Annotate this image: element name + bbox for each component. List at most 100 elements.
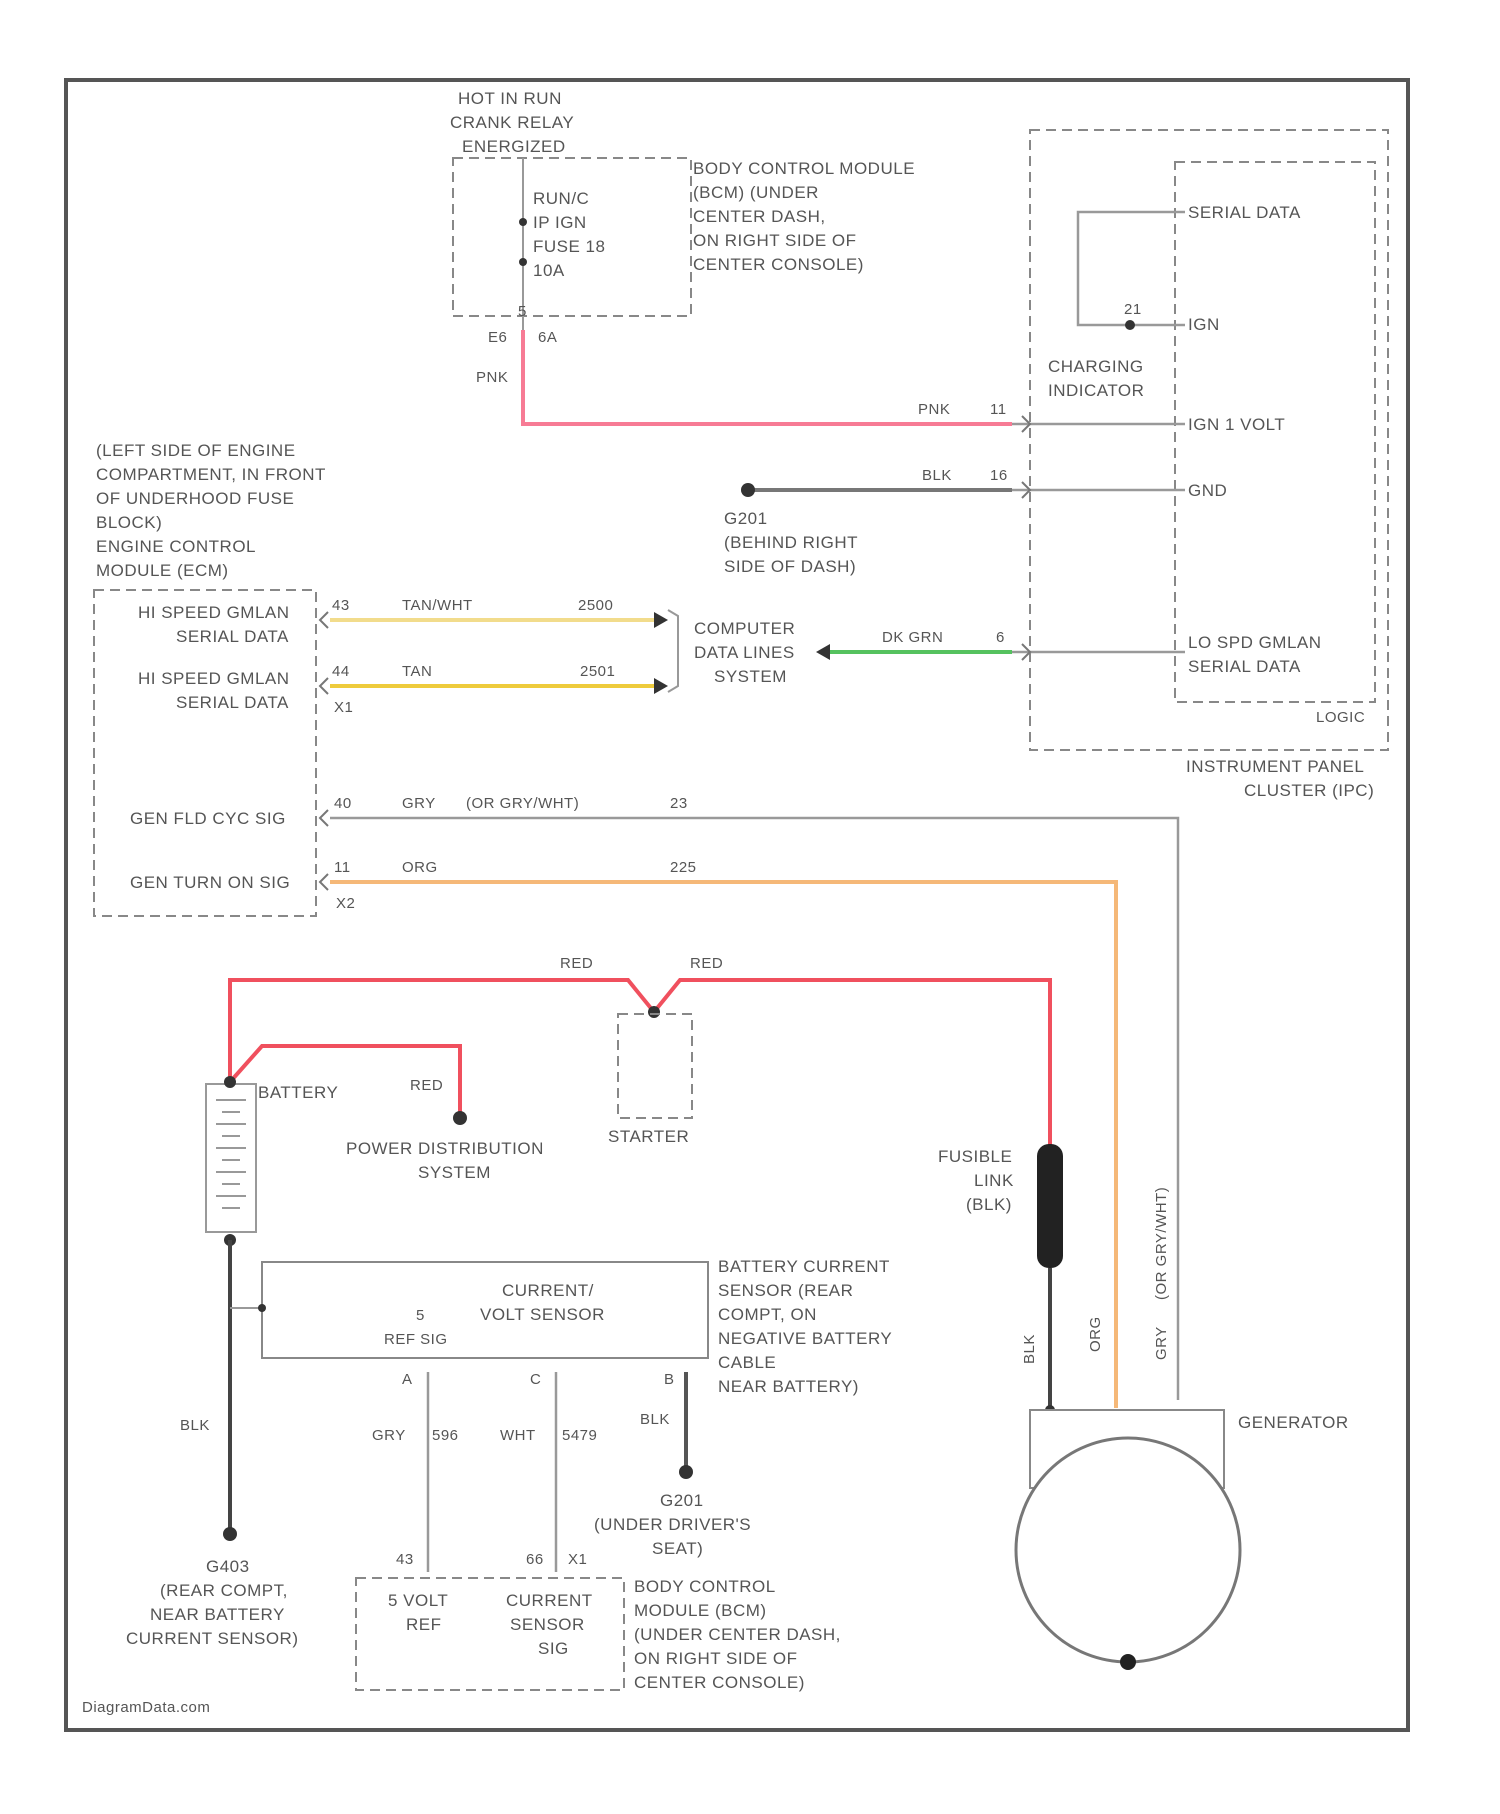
generator-label: GENERATOR [1238,1413,1349,1432]
blk-ground-label: BLK [180,1417,210,1434]
tanwht-label: TAN/WHT [402,597,473,614]
relay-label: HOT IN RUN CRANK RELAY ENERGIZED [450,89,574,156]
svg-text:5 VOLT: 5 VOLT [388,1591,448,1610]
svg-text:NEAR BATTERY): NEAR BATTERY) [718,1377,859,1396]
svg-text:ENERGIZED: ENERGIZED [462,137,566,156]
svg-text:INSTRUMENT PANEL: INSTRUMENT PANEL [1186,757,1364,776]
svg-text:5: 5 [518,303,527,320]
svg-text:(BLK): (BLK) [966,1195,1012,1214]
pds-terminal [453,1111,467,1125]
svg-text:G403: G403 [206,1557,250,1576]
blk-pin: 16 [990,467,1008,484]
red-main-wire [230,980,1050,1146]
sensor-pin-c: C [530,1371,541,1388]
svg-text:MODULE (BCM): MODULE (BCM) [634,1601,767,1620]
gen-gry-alt-label: (OR GRY/WHT) [1153,1187,1170,1300]
svg-text:SERIAL DATA: SERIAL DATA [176,627,289,646]
ecm-x1: X1 [334,699,353,716]
pnk-label-1: PNK [476,369,508,386]
dkgrn-pin: 6 [996,629,1005,646]
bcm-pin-43: 43 [396,1551,414,1568]
bcm-current-sensor-sig: CURRENT SENSOR SIG [506,1591,593,1658]
bcm-bottom-label: BODY CONTROL MODULE (BCM) (UNDER CENTER … [634,1577,841,1692]
battery-label: BATTERY [258,1083,338,1102]
starter-terminal [648,1006,660,1018]
red-label-2: RED [690,955,723,972]
ipc-gnd: GND [1188,481,1227,500]
svg-text:CENTER CONSOLE): CENTER CONSOLE) [634,1673,805,1692]
bcm-x1: X1 [568,1551,587,1568]
svg-text:OF UNDERHOOD FUSE: OF UNDERHOOD FUSE [96,489,294,508]
svg-text:E6: E6 [488,329,507,346]
svg-text:ENGINE CONTROL: ENGINE CONTROL [96,537,256,556]
svg-text:VOLT SENSOR: VOLT SENSOR [480,1305,605,1324]
svg-text:6A: 6A [538,329,557,346]
svg-text:(UNDER CENTER DASH,: (UNDER CENTER DASH, [634,1625,841,1644]
tan-ckt: 2501 [580,663,615,680]
g201-ground-point [741,483,755,497]
svg-text:CLUSTER (IPC): CLUSTER (IPC) [1244,781,1374,800]
svg-text:SERIAL DATA: SERIAL DATA [1188,657,1301,676]
sensor-gry: GRY [372,1427,406,1444]
bcm-pin-66: 66 [526,1551,544,1568]
pds-label: POWER DISTRIBUTION SYSTEM [346,1139,544,1182]
fusible-link-label: FUSIBLE LINK (BLK) [938,1147,1014,1214]
svg-text:CHARGING: CHARGING [1048,357,1144,376]
svg-text:DATA LINES: DATA LINES [694,643,795,662]
gry-alt-label: (OR GRY/WHT) [466,795,579,812]
svg-text:SIG: SIG [538,1639,569,1658]
svg-text:ON RIGHT SIDE OF: ON RIGHT SIDE OF [693,231,857,250]
svg-text:SENSOR (REAR: SENSOR (REAR [718,1281,853,1300]
sensor-ckt-596: 596 [432,1427,459,1444]
svg-text:(BEHIND RIGHT: (BEHIND RIGHT [724,533,858,552]
svg-text:CENTER DASH,: CENTER DASH, [693,207,826,226]
svg-text:CURRENT SENSOR): CURRENT SENSOR) [126,1629,298,1648]
ecm-hs1-label: HI SPEED GMLAN SERIAL DATA [138,603,290,646]
g201b-ground-point [679,1465,693,1479]
svg-text:FUSE 18: FUSE 18 [533,237,605,256]
svg-text:CABLE: CABLE [718,1353,776,1372]
ecm-hs2-label: HI SPEED GMLAN SERIAL DATA [138,669,290,712]
starter-label: STARTER [608,1127,689,1146]
svg-text:G201: G201 [660,1491,704,1510]
dkgrn-label: DK GRN [882,629,943,646]
svg-text:BODY CONTROL MODULE: BODY CONTROL MODULE [693,159,915,178]
svg-text:(BCM) (UNDER: (BCM) (UNDER [693,183,819,202]
svg-text:COMPARTMENT, IN FRONT: COMPARTMENT, IN FRONT [96,465,326,484]
generator-symbol [1016,1438,1240,1662]
svg-text:CRANK RELAY: CRANK RELAY [450,113,574,132]
tan-label: TAN [402,663,432,680]
fuse-label: RUN/C IP IGN FUSE 18 10A 5 E6 6A [488,189,605,346]
ecm-pin-40: 40 [334,795,352,812]
ecm-location-label: (LEFT SIDE OF ENGINE COMPARTMENT, IN FRO… [96,441,326,580]
bcm-5volt-ref: 5 VOLT REF [388,1591,448,1634]
red-label-1: RED [560,955,593,972]
battery-symbol [206,1084,256,1232]
svg-text:(LEFT SIDE OF ENGINE: (LEFT SIDE OF ENGINE [96,441,296,460]
ipc-logic: LOGIC [1316,709,1365,726]
svg-text:BATTERY CURRENT: BATTERY CURRENT [718,1257,890,1276]
svg-text:ON RIGHT SIDE OF: ON RIGHT SIDE OF [634,1649,798,1668]
svg-text:POWER DISTRIBUTION: POWER DISTRIBUTION [346,1139,544,1158]
svg-text:(UNDER DRIVER'S: (UNDER DRIVER'S [594,1515,751,1534]
charging-indicator-label: CHARGING INDICATOR [1048,357,1144,400]
computer-bracket [668,610,678,692]
g403-ground-point [223,1527,237,1541]
svg-text:COMPT, ON: COMPT, ON [718,1305,817,1324]
svg-text:FUSIBLE: FUSIBLE [938,1147,1012,1166]
ipc-lo-spd-label: LO SPD GMLAN SERIAL DATA [1188,633,1322,676]
svg-text:INDICATOR: INDICATOR [1048,381,1144,400]
sensor-ckt-5479: 5479 [562,1427,597,1444]
svg-text:COMPUTER: COMPUTER [694,619,795,638]
svg-text:10A: 10A [533,261,565,280]
gry-label: GRY [402,795,436,812]
ipc-ign1-volt: IGN 1 VOLT [1188,415,1285,434]
fusible-link-symbol [1037,1144,1063,1268]
svg-text:(REAR COMPT,: (REAR COMPT, [160,1581,288,1600]
org-ckt: 225 [670,859,697,876]
ecm-turnon-sig: GEN TURN ON SIG [130,873,290,892]
svg-text:NEGATIVE BATTERY: NEGATIVE BATTERY [718,1329,892,1348]
sensor-location-label: BATTERY CURRENT SENSOR (REAR COMPT, ON N… [718,1257,892,1396]
svg-text:NEAR BATTERY: NEAR BATTERY [150,1605,285,1624]
